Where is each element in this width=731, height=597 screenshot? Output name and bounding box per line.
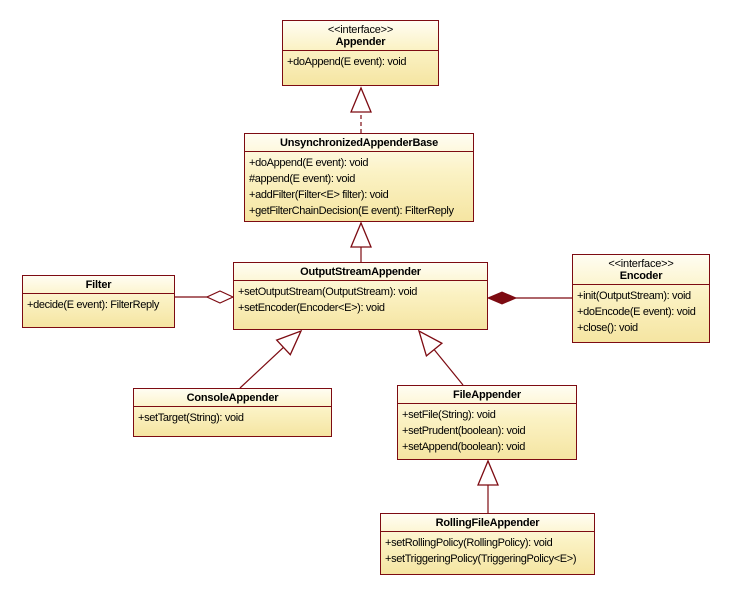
method-label: +setFile(String): void <box>402 409 496 421</box>
class-header: <<interface>> Appender <box>283 21 438 51</box>
class-name: ConsoleAppender <box>186 392 279 404</box>
class-header: RollingFileAppender <box>381 514 594 532</box>
generalization-file-osa <box>417 329 464 386</box>
aggregation-filter-osa <box>175 290 235 304</box>
method-label: +getFilterChainDecision(E event): Filter… <box>249 205 454 217</box>
method-list: +setTarget(String): void <box>134 407 331 426</box>
class-name: Filter <box>85 279 112 291</box>
class-output-stream-appender: OutputStreamAppender +setOutputStream(Ou… <box>233 262 488 330</box>
method-list: +setOutputStream(OutputStream): void +set… <box>234 281 487 316</box>
class-console-appender: ConsoleAppender +setTarget(String): void <box>133 388 332 437</box>
class-header: OutputStreamAppender <box>234 263 487 281</box>
class-name: RollingFileAppender <box>435 517 540 529</box>
class-file-appender: FileAppender +setFile(String): void +setP… <box>397 385 577 460</box>
method-list: +setRollingPolicy(RollingPolicy): void +s… <box>381 532 594 567</box>
method-label: +init(OutputStream): void <box>577 290 691 302</box>
method-label: +setTriggeringPolicy(TriggeringPolicy<E>… <box>385 553 577 565</box>
generalization-console-osa <box>239 329 303 389</box>
method-label: +setOutputStream(OutputStream): void <box>238 286 418 298</box>
method-label: +doAppend(E event): void <box>287 56 407 68</box>
method-list: +doAppend(E event): void <box>283 51 438 70</box>
method-list: +init(OutputStream): void +doEncode(E eve… <box>573 285 709 336</box>
method-label: +doAppend(E event): void <box>249 157 369 169</box>
class-header: <<interface>> Encoder <box>573 255 709 285</box>
class-appender: <<interface>> Appender +doAppend(E event… <box>282 20 439 86</box>
method-label: +setPrudent(boolean): void <box>402 425 526 437</box>
method-label: +addFilter(Filter<E> filter): void <box>249 189 389 201</box>
method-label: +decide(E event): FilterReply <box>27 299 159 311</box>
class-name: Appender <box>335 36 386 48</box>
method-list: +doAppend(E event): void #append(E event)… <box>245 152 473 219</box>
composition-encoder-osa <box>486 291 572 305</box>
stereotype-label: <<interface>> <box>327 24 394 36</box>
class-header: UnsynchronizedAppenderBase <box>245 134 473 152</box>
method-label: +setRollingPolicy(RollingPolicy): void <box>385 537 553 549</box>
class-filter: Filter +decide(E event): FilterReply <box>22 275 175 328</box>
class-header: FileAppender <box>398 386 576 404</box>
method-label: +doEncode(E event): void <box>577 306 696 318</box>
class-name: OutputStreamAppender <box>300 266 421 278</box>
method-label: +close(): void <box>577 322 638 334</box>
class-encoder: <<interface>> Encoder +init(OutputStream… <box>572 254 710 343</box>
stereotype-label: <<interface>> <box>608 258 674 270</box>
method-list: +setFile(String): void +setPrudent(boolea… <box>398 404 576 455</box>
method-label: #append(E event): void <box>249 173 356 185</box>
method-list: +decide(E event): FilterReply <box>23 294 174 313</box>
class-header: ConsoleAppender <box>134 389 331 407</box>
class-name: Encoder <box>619 270 663 282</box>
method-label: +setTarget(String): void <box>138 412 244 424</box>
class-unsynchronized-appender-base: UnsynchronizedAppenderBase +doAppend(E e… <box>244 133 474 222</box>
class-header: Filter <box>23 276 174 294</box>
method-label: +setAppend(boolean): void <box>402 441 526 453</box>
class-rolling-file-appender: RollingFileAppender +setRollingPolicy(Ro… <box>380 513 595 575</box>
class-name: UnsynchronizedAppenderBase <box>279 137 438 149</box>
class-name: FileAppender <box>453 389 521 401</box>
method-label: +setEncoder(Encoder<E>): void <box>238 302 385 314</box>
